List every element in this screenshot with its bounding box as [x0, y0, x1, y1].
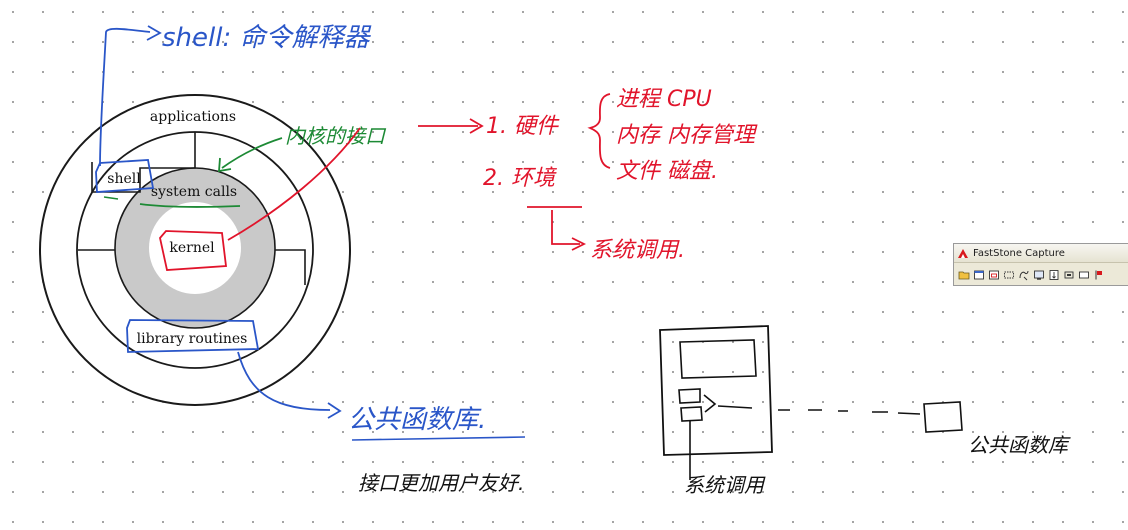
green-ink-annotations: 内核的接口 — [103, 124, 387, 208]
black-ink-annotations: 接口更加用户友好. 系统调用 公共函数库 — [358, 325, 1071, 497]
shell-note-arrowhead — [146, 25, 162, 41]
capture-full-screen-icon[interactable] — [1032, 268, 1046, 282]
blue-ink-annotations: shell: 命令解释器 公共函数库. — [95, 23, 526, 441]
capture-rectangle-icon[interactable] — [1002, 268, 1016, 282]
capture-window-object-icon[interactable] — [987, 268, 1001, 282]
kernel-label: kernel — [169, 240, 215, 256]
faststone-logo-icon — [958, 248, 968, 258]
right-spoke — [275, 249, 306, 285]
faststone-titlebar[interactable]: FastStone Capture — [954, 244, 1128, 263]
hardware-process-text: 进程 CPU — [616, 87, 712, 112]
capture-fixed-region-icon[interactable] — [1062, 268, 1076, 282]
kernel-core — [149, 202, 241, 294]
library-note-connector — [237, 351, 331, 411]
faststone-capture-toolbar[interactable]: FastStone Capture — [953, 243, 1128, 286]
os-layer-diagram: applications shell system calls kernel l… — [39, 94, 351, 406]
system-calls-underline — [139, 203, 241, 208]
device-buttons-sketch — [678, 388, 703, 422]
device-screen-sketch — [679, 339, 757, 379]
hardware-memory-text: 内存 内存管理 — [616, 123, 758, 148]
open-folder-icon[interactable] — [957, 268, 971, 282]
device-sketch — [659, 325, 773, 456]
kernel-interface-arrow — [221, 137, 283, 169]
capture-active-window-icon[interactable] — [972, 268, 986, 282]
video-recorder-icon[interactable] — [1077, 268, 1091, 282]
hardware-brace — [587, 93, 611, 169]
settings-icon[interactable] — [1092, 268, 1106, 282]
library-box-sketch — [923, 401, 963, 433]
library-note-arrowhead — [327, 402, 342, 419]
environment-arrowhead — [571, 237, 587, 251]
capture-freehand-icon[interactable] — [1017, 268, 1031, 282]
device-chevron-sketch — [703, 394, 717, 413]
kernel-interface-text: 内核的接口 — [285, 124, 387, 148]
kernel-interface-arrowhead — [218, 157, 232, 173]
dashed-connector — [717, 405, 921, 415]
applications-label: applications — [150, 109, 236, 125]
red-ink-annotations: 1. 硬件 2. 环境 进程 CPU 内存 内存管理 文件 磁盘. 系统调用. — [159, 87, 758, 271]
capture-scrolling-icon[interactable] — [1047, 268, 1061, 282]
public-library-right-text: 公共函数库 — [968, 433, 1071, 457]
public-library-text: 公共函数库. — [348, 405, 486, 435]
shell-notch — [91, 132, 196, 193]
system-call-label-text: 系统调用 — [684, 473, 766, 497]
environment-item-text: 2. 环境 — [483, 166, 558, 191]
system-calls-tick — [103, 196, 119, 200]
hardware-item-text: 1. 硬件 — [486, 114, 560, 139]
faststone-title: FastStone Capture — [973, 247, 1065, 259]
kernel-to-hardware-line — [227, 127, 361, 241]
system-call-note-text: 系统调用. — [590, 238, 685, 263]
public-library-underline — [351, 436, 526, 441]
interface-note-text: 接口更加用户友好. — [358, 471, 524, 495]
shell-label: shell — [107, 171, 141, 187]
kernel-highlight-box — [159, 230, 228, 271]
system-calls-label: system calls — [151, 184, 237, 200]
shell-note-text: shell: 命令解释器 — [162, 23, 371, 53]
library-routines-label: library routines — [137, 331, 248, 347]
interface-to-hardware-arrowhead — [469, 118, 484, 134]
hardware-files-text: 文件 磁盘. — [616, 159, 718, 184]
faststone-tool-row — [954, 263, 1128, 287]
environment-connector — [551, 210, 580, 245]
library-highlight-box — [126, 319, 260, 353]
shell-note-connector — [99, 27, 151, 167]
